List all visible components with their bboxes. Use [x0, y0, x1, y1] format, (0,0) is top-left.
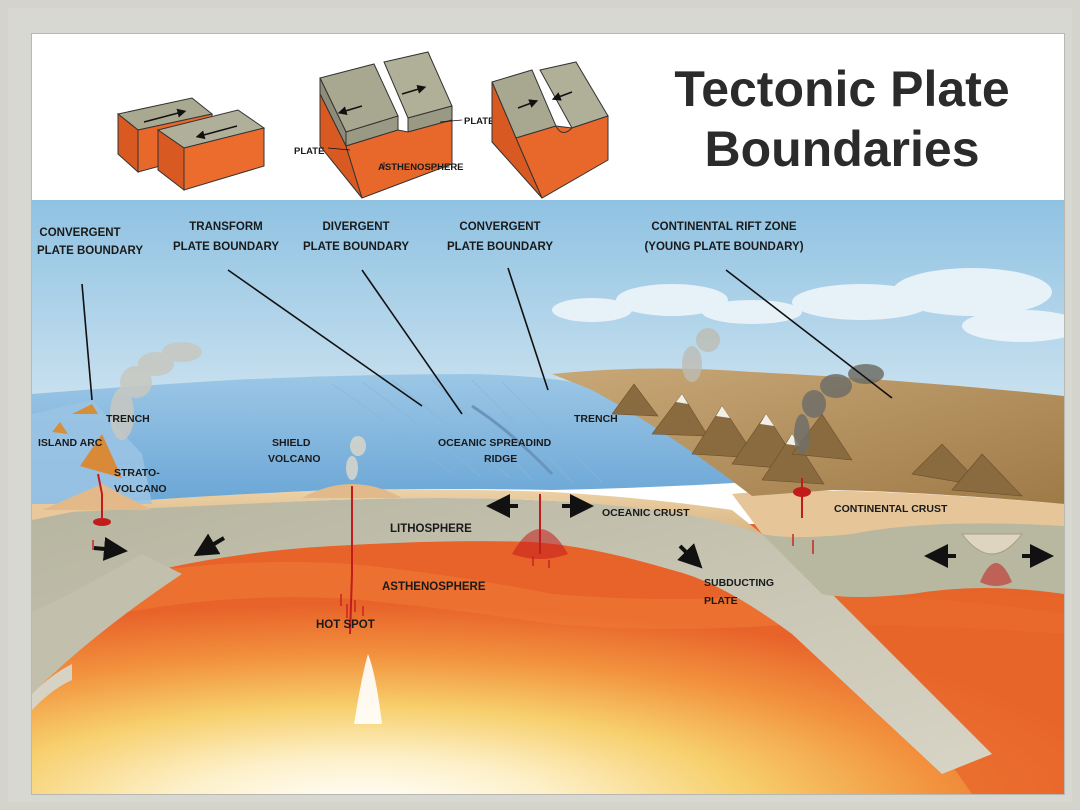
- callout-convergent-mid-1: CONVERGENT: [459, 221, 540, 233]
- label-strato-2: VOLCANO: [114, 483, 167, 495]
- label-shield-2: VOLCANO: [268, 453, 321, 465]
- slide-content: PLATE PLATE ASTHENOSPHERE Tectonic Plate…: [32, 34, 1064, 794]
- callout-rift-1: CONTINENTAL RIFT ZONE: [651, 221, 797, 233]
- leader-lines: [81, 267, 893, 415]
- label-trench-left: TRENCH: [106, 413, 150, 425]
- title-line-1: Tectonic Plate: [674, 61, 1009, 117]
- plate-motion-arrows: [93, 494, 1054, 569]
- block-label-plate-left: PLATE: [294, 146, 324, 157]
- block-label-asthenosphere: ASTHENOSPHERE: [378, 162, 464, 173]
- callout-transform-1: TRANSFORM: [189, 221, 262, 233]
- label-strato-1: STRATO-: [114, 467, 160, 479]
- label-island-arc: ISLAND ARC: [38, 437, 103, 449]
- label-hot-spot: HOT SPOT: [316, 619, 375, 631]
- label-continental-crust: CONTINENTAL CRUST: [834, 503, 948, 515]
- transform-block-icon: [116, 97, 266, 192]
- callout-convergent-left-2: PLATE BOUNDARY: [37, 245, 143, 257]
- divergent-block-icon: [319, 51, 463, 199]
- title-line-2: Boundaries: [704, 121, 979, 177]
- label-subducting-1: SUBDUCTING: [704, 577, 774, 589]
- volcano-smoke-continent: [794, 364, 884, 454]
- tectonic-diagram: PLATE PLATE ASTHENOSPHERE Tectonic Plate…: [32, 34, 1064, 794]
- callout-rift-2: (YOUNG PLATE BOUNDARY): [644, 241, 803, 253]
- label-subducting-2: PLATE: [704, 595, 738, 607]
- callout-convergent-left-1: CONVERGENT: [39, 227, 120, 239]
- label-lithosphere: LITHOSPHERE: [390, 523, 472, 535]
- convergent-block-icon: [491, 61, 609, 199]
- magma-plumes: [97, 473, 803, 635]
- callout-convergent-mid-2: PLATE BOUNDARY: [447, 241, 553, 253]
- volcano-smoke-left: [110, 342, 202, 440]
- label-oceanic-crust: OCEANIC CRUST: [602, 507, 690, 519]
- label-asthenosphere: ASTHENOSPHERE: [382, 581, 486, 593]
- callout-divergent-2: PLATE BOUNDARY: [303, 241, 409, 253]
- callout-divergent-1: DIVERGENT: [322, 221, 389, 233]
- volcano-smoke-shield: [346, 436, 366, 480]
- cross-section-scene: [32, 200, 1064, 794]
- label-shield-1: SHIELD: [272, 437, 311, 449]
- label-ridge-2: RIDGE: [484, 453, 517, 465]
- callout-transform-2: PLATE BOUNDARY: [173, 241, 279, 253]
- label-trench-right: TRENCH: [574, 413, 618, 425]
- label-ridge-1: OCEANIC SPREADIND: [438, 437, 552, 449]
- block-label-plate-right: PLATE: [464, 116, 494, 127]
